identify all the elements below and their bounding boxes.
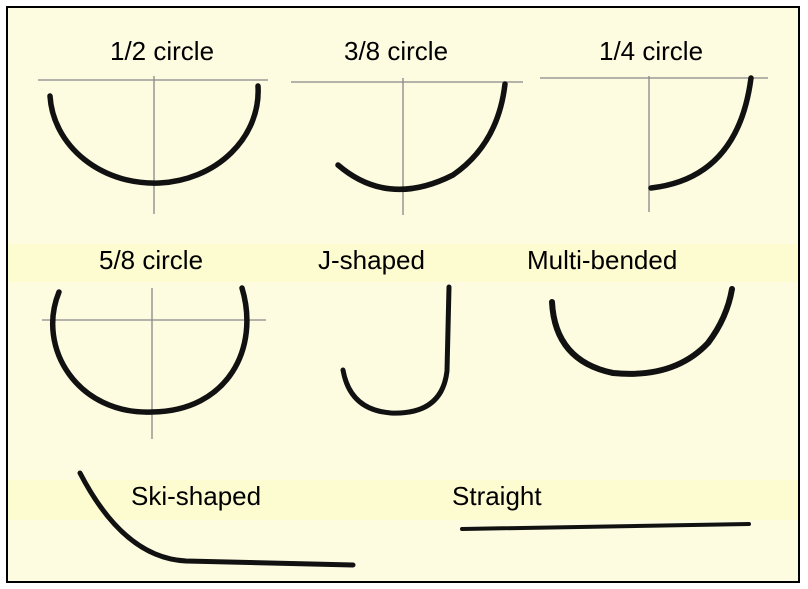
label-multi-bended: Multi-bended [527, 245, 678, 275]
label-straight: Straight [452, 481, 542, 511]
five-eighths-needle [49, 285, 250, 415]
needle-shapes-diagram [38, 75, 768, 568]
j-shaped-needle [340, 284, 452, 416]
three-eighths-needle [335, 81, 508, 193]
label-quarter-circle: 1/4 circle [599, 36, 704, 66]
label-band-row-2 [8, 244, 798, 282]
quarter-circle-needle [648, 75, 754, 191]
half-circle-needle [47, 83, 261, 186]
multi-bended-needle [549, 286, 735, 377]
ski-shaped-needle [77, 470, 356, 568]
label-three-eighths-circle: 3/8 circle [344, 36, 449, 66]
label-ski-shaped: Ski-shaped [131, 481, 262, 511]
figure-frame: 1/2 circle 3/8 circle 1/4 circle 5/8 cir… [6, 6, 800, 583]
straight-needle [460, 522, 751, 531]
label-band-row-3 [8, 480, 798, 520]
label-half-circle: 1/2 circle [110, 36, 215, 66]
label-five-eighths-circle: 5/8 circle [99, 245, 204, 275]
label-j-shaped: J-shaped [318, 245, 425, 275]
